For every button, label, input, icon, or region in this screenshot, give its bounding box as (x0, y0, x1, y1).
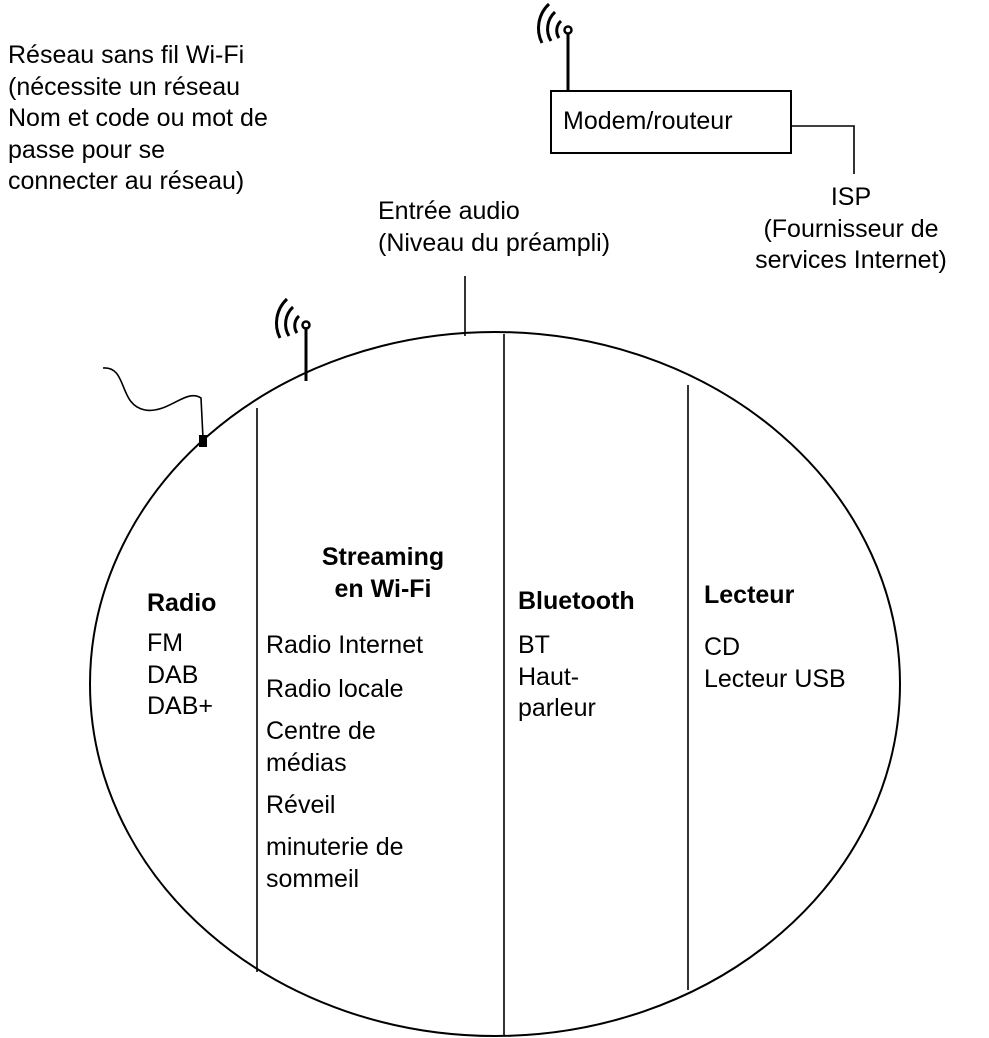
section-title-streaming: Streaming en Wi-Fi (321, 543, 445, 603)
section-items-bluetooth: BT Haut- parleur (518, 631, 596, 722)
section-title-radio: Radio (147, 589, 217, 617)
wifi-antenna-icon (274, 297, 311, 381)
device-ellipse (89, 331, 901, 1037)
wifi-network-note: Réseau sans fil Wi-Fi (nécessite un rése… (8, 41, 268, 195)
modem-router-box (550, 90, 792, 154)
isp-label: ISP (Fournisseur de services Internet) (755, 183, 947, 274)
section-items-lecteur: CD Lecteur USB (704, 633, 846, 693)
section-title-lecteur: Lecteur (704, 581, 795, 609)
streaming-item-local-radio: Radio locale (266, 675, 404, 703)
streaming-item-media-center: Centre de médias (266, 717, 376, 777)
streaming-item-internet-radio: Radio Internet (266, 631, 424, 659)
section-title-bluetooth: Bluetooth (518, 587, 635, 615)
section-items-radio: FM DAB DAB+ (147, 629, 214, 720)
isp-connector (791, 125, 855, 174)
audio-input-label: Entrée audio (Niveau du préampli) (378, 197, 611, 257)
router-wifi-antenna-icon (536, 2, 573, 91)
streaming-item-sleep-timer: minuterie de sommeil (266, 833, 404, 893)
streaming-item-alarm: Réveil (266, 791, 336, 819)
modem-router-label: Modem/routeur (563, 107, 733, 135)
fm-wire-antenna-icon (102, 367, 207, 447)
